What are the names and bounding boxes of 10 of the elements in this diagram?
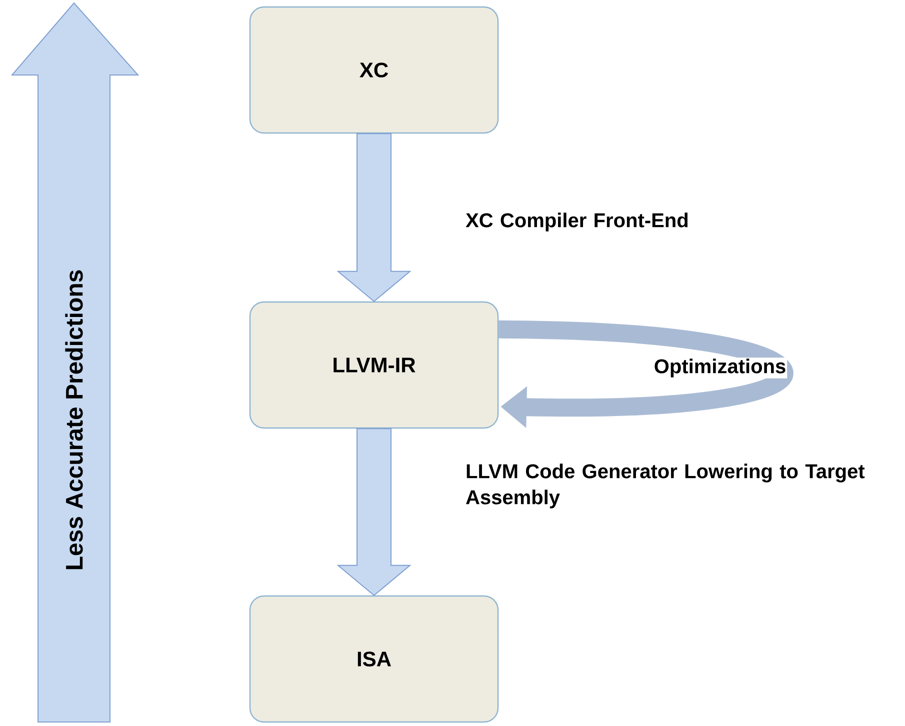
process-box: XC	[249, 6, 499, 134]
edge-label: LLVM Code Generator Lowering to Target Assembly	[466, 464, 865, 508]
process-box: ISA	[249, 595, 499, 723]
process-box: LLVM-IR	[249, 301, 499, 429]
edge-label: Optimizations	[652, 358, 788, 378]
loop-arrow	[498, 320, 792, 428]
axis-label: Less Accurate Predictions	[65, 270, 83, 570]
arrow	[336, 133, 412, 302]
arrow	[336, 428, 412, 596]
edge-label: XC Compiler Front-End	[466, 212, 688, 232]
